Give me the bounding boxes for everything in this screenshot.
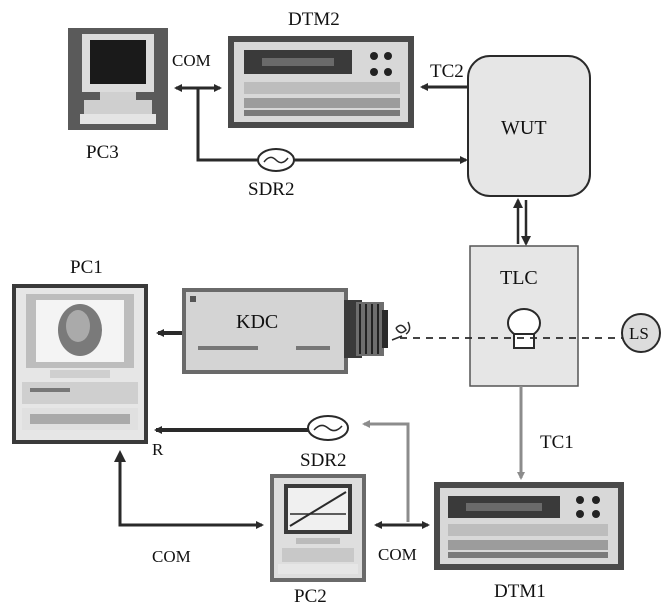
pc1-pc2-com-line <box>118 460 264 529</box>
sdr2-bottom-symbol <box>307 415 349 441</box>
dtm2-instrument <box>228 36 414 128</box>
com-left-label: COM <box>152 547 191 566</box>
wut-tlc-arrow-down <box>521 236 531 246</box>
kdc-camera <box>182 288 388 374</box>
com-right-label: COM <box>378 545 417 564</box>
pc1-com-arrowhead <box>114 450 126 462</box>
tlc-label: TLC <box>500 267 538 289</box>
pc1-label: PC1 <box>70 257 103 278</box>
sdr2-top-symbol <box>257 148 295 172</box>
tc1-label: TC1 <box>540 432 574 453</box>
ls-circle <box>621 313 661 353</box>
r-label: R <box>152 440 164 459</box>
wut-box <box>467 55 591 197</box>
sdr2-top-label: SDR2 <box>248 179 294 200</box>
sdr2-bottom-label: SDR2 <box>300 450 346 471</box>
dtm1-instrument <box>434 482 624 570</box>
wut-label: WUT <box>501 117 547 139</box>
com-top-label: COM <box>172 51 211 70</box>
tlc-lamp-icon <box>507 308 541 349</box>
pc2-computer <box>270 474 366 582</box>
pc3-to-sdr2-line <box>196 88 258 162</box>
dtm1-to-sdr2-gray-line <box>362 420 410 522</box>
pc2-label: PC2 <box>294 586 327 607</box>
wut-tlc-arrow-up <box>513 198 523 208</box>
pc1-computer <box>12 284 148 444</box>
kdc-label: KDC <box>236 311 278 333</box>
dtm2-label: DTM2 <box>288 9 340 30</box>
tc2-label: TC2 <box>430 61 464 82</box>
lens-light-rays-icon <box>391 321 411 341</box>
ls-label: LS <box>629 324 649 343</box>
pc3-label: PC3 <box>86 142 119 163</box>
pc3-computer <box>68 28 168 130</box>
dtm1-label: DTM1 <box>494 581 546 602</box>
